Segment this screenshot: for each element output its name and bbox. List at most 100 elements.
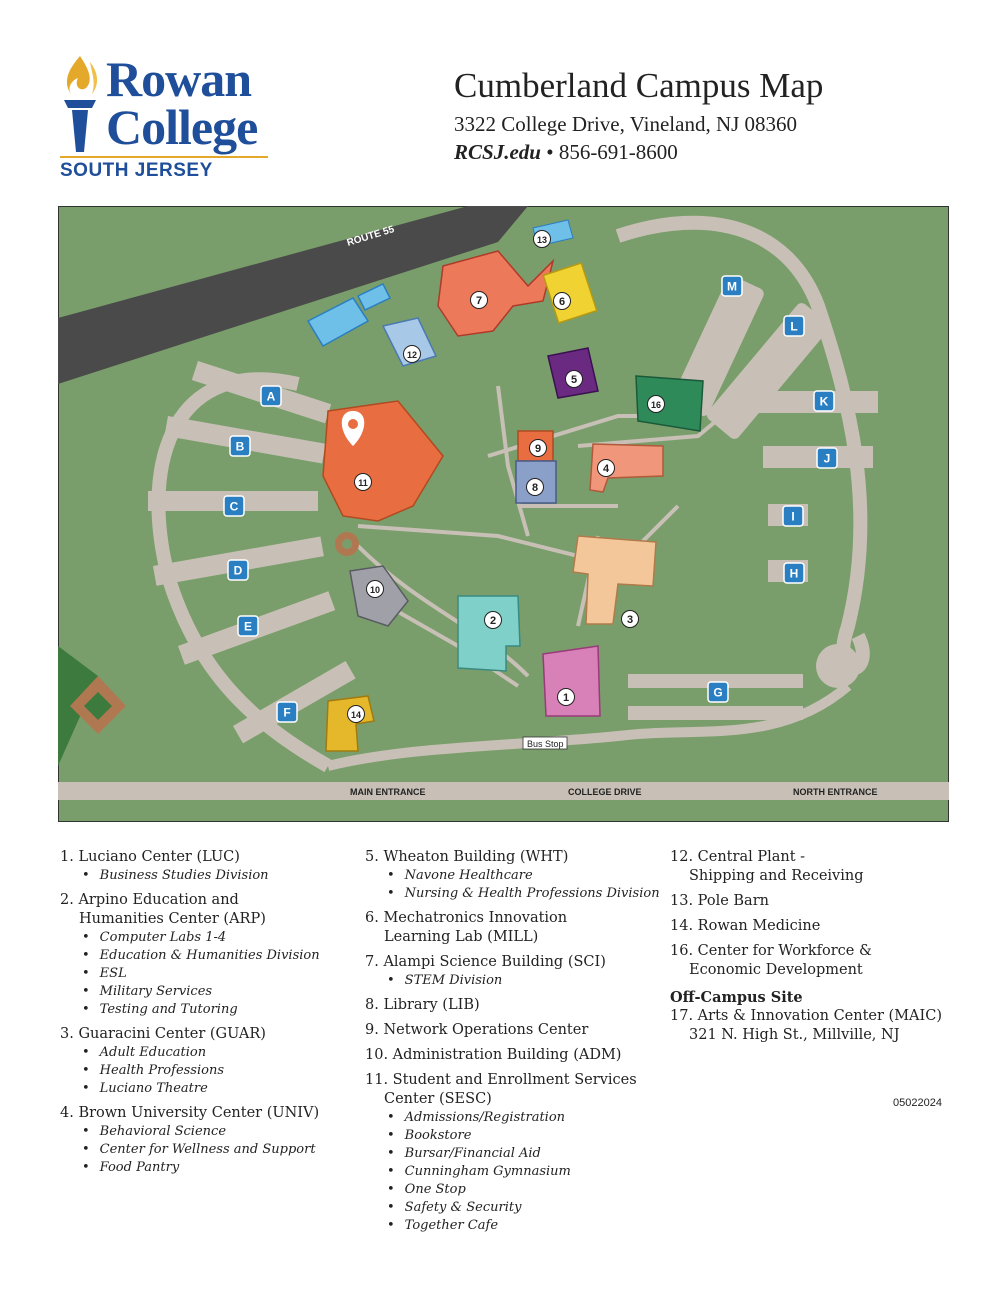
building-12[interactable] [381, 317, 438, 367]
building-8-marker[interactable]: 8 [526, 478, 544, 496]
legend-item-title: 9. Network Operations Center [365, 1022, 589, 1038]
parking-lot-e-badge[interactable]: E [237, 615, 259, 637]
building-number-label: 12 [407, 350, 417, 360]
offsite-title: 17. Arts & Innovation Center (MAIC) [670, 1008, 942, 1024]
legend-item-title: 16. Center for Workforce & [670, 943, 872, 959]
version-code: 05022024 [893, 1097, 942, 1109]
building-12-marker[interactable]: 12 [403, 345, 421, 363]
building-13-marker[interactable]: 13 [533, 230, 551, 248]
building-7[interactable] [437, 250, 555, 337]
building-number-label: 2 [490, 615, 496, 627]
legend-sub-item: ESL [60, 965, 350, 983]
building-9-marker[interactable]: 9 [529, 439, 547, 457]
bus-stop-label: Bus Stop [527, 739, 564, 749]
parking-lot-label: F [283, 706, 290, 720]
legend-sub-item: Testing and Tutoring [60, 1001, 350, 1019]
legend-item-title: 6. Mechatronics Innovation [365, 910, 568, 926]
legend-item: 14. Rowan Medicine [670, 917, 960, 936]
legend-sub-item: Admissions/Registration [365, 1109, 665, 1127]
campus-address: 3322 College Drive, Vineland, NJ 08360 [454, 112, 798, 136]
building-16-marker[interactable]: 16 [647, 395, 665, 413]
legend-item: 3. Guaracini Center (GUAR)Adult Educatio… [60, 1025, 350, 1098]
legend-column-1: 1. Luciano Center (LUC) Business Studies … [60, 848, 350, 1183]
building-14-marker[interactable]: 14 [347, 705, 365, 723]
building-2[interactable] [457, 595, 521, 672]
legend-item-continuation: Center (SESC) [384, 1091, 492, 1107]
parking-lot-k-badge[interactable]: K [813, 390, 835, 412]
legend-item: 10. Administration Building (ADM) [365, 1046, 665, 1065]
legend-item-title: 11. Student and Enrollment Services [365, 1072, 637, 1088]
building-1-marker[interactable]: 1 [557, 688, 575, 706]
building-number-label: 16 [651, 400, 661, 410]
parking-lot-label: L [790, 320, 797, 334]
south-road [326, 682, 852, 771]
campus-map: ROUTE 55 MAIN ENTRANCE COLLEGE DRIVE NOR… [58, 206, 949, 822]
legend-item: 9. Network Operations Center [365, 1021, 665, 1040]
legend-sub-item: One Stop [365, 1181, 665, 1199]
building-16[interactable] [635, 375, 704, 432]
page-title: Cumberland Campus Map [454, 66, 824, 105]
legend-sub-item: Bursar/Financial Aid [365, 1145, 665, 1163]
parking-lot-label: A [267, 390, 276, 404]
building-5-marker[interactable]: 5 [565, 370, 583, 388]
parking-lot-b-badge[interactable]: B [229, 435, 251, 457]
main-entrance-label: MAIN ENTRANCE [350, 787, 426, 797]
separator: • [546, 140, 554, 164]
legend-item: 5. Wheaton Building (WHT)Navone Healthca… [365, 848, 665, 903]
college-logo: Rowan College SOUTH JERSEY [58, 52, 288, 182]
building-number-label: 7 [476, 295, 482, 307]
parking-lot-m-badge[interactable]: M [721, 275, 743, 297]
building-3-marker[interactable]: 3 [621, 610, 639, 628]
building-number-label: 6 [559, 296, 565, 308]
building-3[interactable] [572, 535, 657, 625]
legend-sub-item: Center for Wellness and Support [60, 1141, 350, 1159]
legend-sub-item: Together Cafe [365, 1217, 665, 1235]
building-4[interactable] [589, 443, 664, 493]
building-number-label: 8 [532, 482, 538, 494]
legend-item-title: 8. Library (LIB) [365, 997, 480, 1013]
parking-lot-c-badge[interactable]: C [223, 495, 245, 517]
parking-lot-l-badge[interactable]: L [783, 315, 805, 337]
legend-item: 16. Center for Workforce &Economic Devel… [670, 942, 960, 980]
legend-column-3: 12. Central Plant -Shipping and Receivin… [670, 848, 960, 1045]
building-2-marker[interactable]: 2 [484, 611, 502, 629]
legend-item: 7. Alampi Science Building (SCI)STEM Div… [365, 953, 665, 990]
legend-column-2: 5. Wheaton Building (WHT)Navone Healthca… [365, 848, 665, 1241]
parking-lot-h-badge[interactable]: H [783, 562, 805, 584]
parking-lot-a-badge[interactable]: A [260, 385, 282, 407]
parking-lot-label: M [727, 280, 737, 294]
building-7-marker[interactable]: 7 [470, 291, 488, 309]
website-link[interactable]: RCSJ.edu [454, 140, 541, 164]
parking-lot-label: J [824, 452, 831, 466]
parking-lot-j-badge[interactable]: J [816, 447, 838, 469]
building-number-label: 5 [571, 374, 577, 386]
building-number-label: 9 [535, 443, 541, 455]
logo-rowan: Rowan [106, 51, 252, 107]
logo-rule [60, 156, 268, 158]
legend-sub-item: STEM Division [365, 972, 665, 990]
legend-sub-item: Business Studies Division [60, 867, 350, 885]
parking-lot-label: E [244, 620, 252, 634]
legend-item: 13. Pole Barn [670, 892, 960, 911]
legend-sub-item: Computer Labs 1-4 [60, 929, 350, 947]
logo-south-jersey: SOUTH JERSEY [60, 160, 213, 181]
legend-sub-item: Safety & Security [365, 1199, 665, 1217]
legend-item-title: 1. Luciano Center (LUC) [60, 849, 240, 865]
building-4-marker[interactable]: 4 [597, 459, 615, 477]
parking-lot-g-badge[interactable]: G [707, 681, 729, 703]
legend-sub-item: Cunningham Gymnasium [365, 1163, 665, 1181]
building-number-label: 1 [563, 692, 569, 704]
parking-lot-d-badge[interactable]: D [227, 559, 249, 581]
building-10-marker[interactable]: 10 [366, 580, 384, 598]
legend-item: 12. Central Plant -Shipping and Receivin… [670, 848, 960, 886]
building-6-marker[interactable]: 6 [553, 292, 571, 310]
building-1[interactable] [542, 645, 601, 717]
parking-lot-i-badge[interactable]: I [782, 505, 804, 527]
phone-number[interactable]: 856-691-8600 [558, 140, 678, 164]
parking-lot-f-badge[interactable]: F [276, 701, 298, 723]
building-11-marker[interactable]: 11 [354, 473, 372, 491]
building-number-label: 14 [351, 710, 361, 720]
contact-line: RCSJ.edu • 856-691-8600 [454, 140, 678, 165]
legend-sub-item: Nursing & Health Professions Division [365, 885, 665, 903]
